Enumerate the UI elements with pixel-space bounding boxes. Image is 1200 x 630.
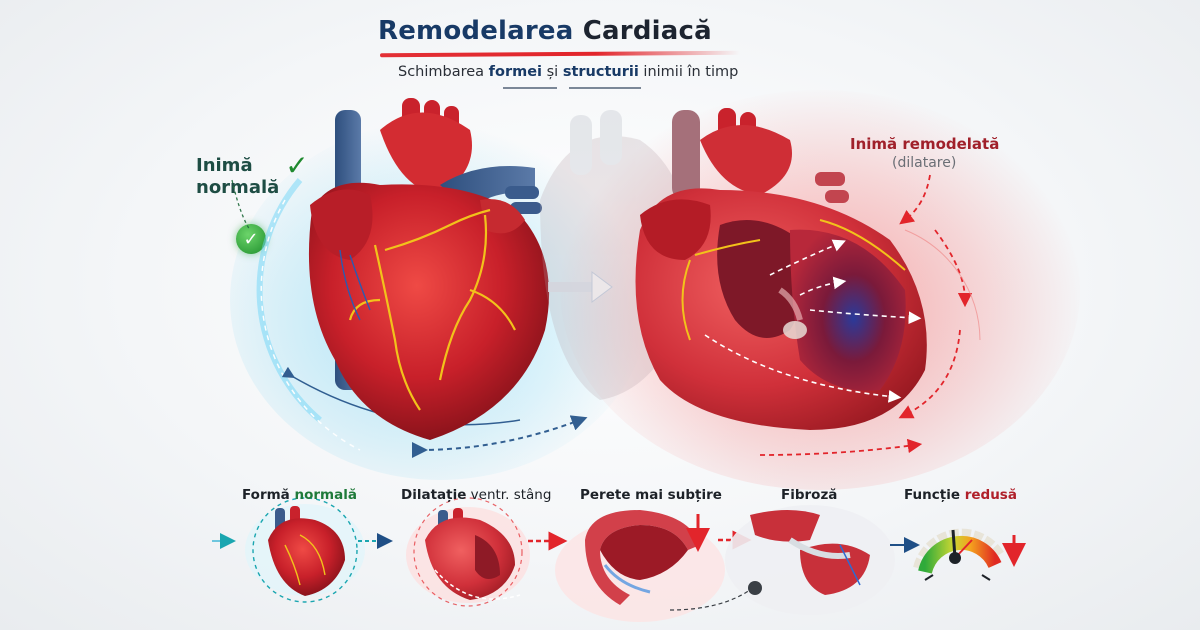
step-label-text: Formă xyxy=(242,487,295,503)
step-label-text: Dilatație xyxy=(401,487,467,503)
subtitle-emphasis-structure: structurii xyxy=(562,64,639,80)
step-label-lv-dilation: Dilatație ventr. stâng xyxy=(401,487,551,503)
normal-heart-image xyxy=(308,98,550,440)
subtitle-underline xyxy=(503,87,557,89)
step-label-reduced-function: Funcție redusă xyxy=(904,487,1017,503)
normal-heart-label: Inimă normală xyxy=(196,155,279,199)
page-title: Remodelarea Cardiacă xyxy=(378,16,712,46)
subtitle-text: inimii în timp xyxy=(638,64,739,80)
step-fibrosis-image xyxy=(669,505,895,615)
step-label-text: Fibroză xyxy=(781,487,838,503)
step-normal-heart-image xyxy=(245,497,365,603)
transition-arrow-icon xyxy=(548,271,613,303)
step-function-gauge-image xyxy=(913,528,1026,581)
step-label-accent: normală xyxy=(294,487,357,503)
page-subtitle: Schimbarea formei și structurii inimii î… xyxy=(398,64,738,80)
subtitle-text: Schimbarea xyxy=(398,64,489,80)
normal-label-line1: Inimă xyxy=(196,155,253,176)
remodeled-heart-label: Inimă remodelată xyxy=(850,135,1000,153)
step-label-text: Perete mai subțire xyxy=(580,487,722,503)
normal-label-line2: normală xyxy=(196,177,280,198)
step-label-fibrosis: Fibroză xyxy=(781,487,837,503)
subtitle-emphasis-form: formei xyxy=(488,64,543,80)
check-badge-icon: ✓ xyxy=(236,224,266,254)
step-label-text: ventr. stâng xyxy=(466,487,552,503)
subtitle-underline xyxy=(569,87,641,89)
check-icon: ✓ xyxy=(285,148,309,182)
remodeled-heart-sublabel: (dilatare) xyxy=(892,155,957,171)
step-thin-wall-image xyxy=(555,510,725,622)
title-part-2: Cardiacă xyxy=(582,16,712,46)
title-part-1: Remodelarea xyxy=(378,16,574,46)
step-label-text: Funcție xyxy=(904,487,965,503)
step-dilated-heart-image xyxy=(406,497,530,607)
step-label-thinner-wall: Perete mai subțire xyxy=(580,487,722,503)
subtitle-text: și xyxy=(542,64,563,80)
step-label-accent: redusă xyxy=(964,487,1017,503)
remodeled-heart-image xyxy=(635,108,981,456)
step-label-normal-shape: Formă normală xyxy=(242,487,357,503)
